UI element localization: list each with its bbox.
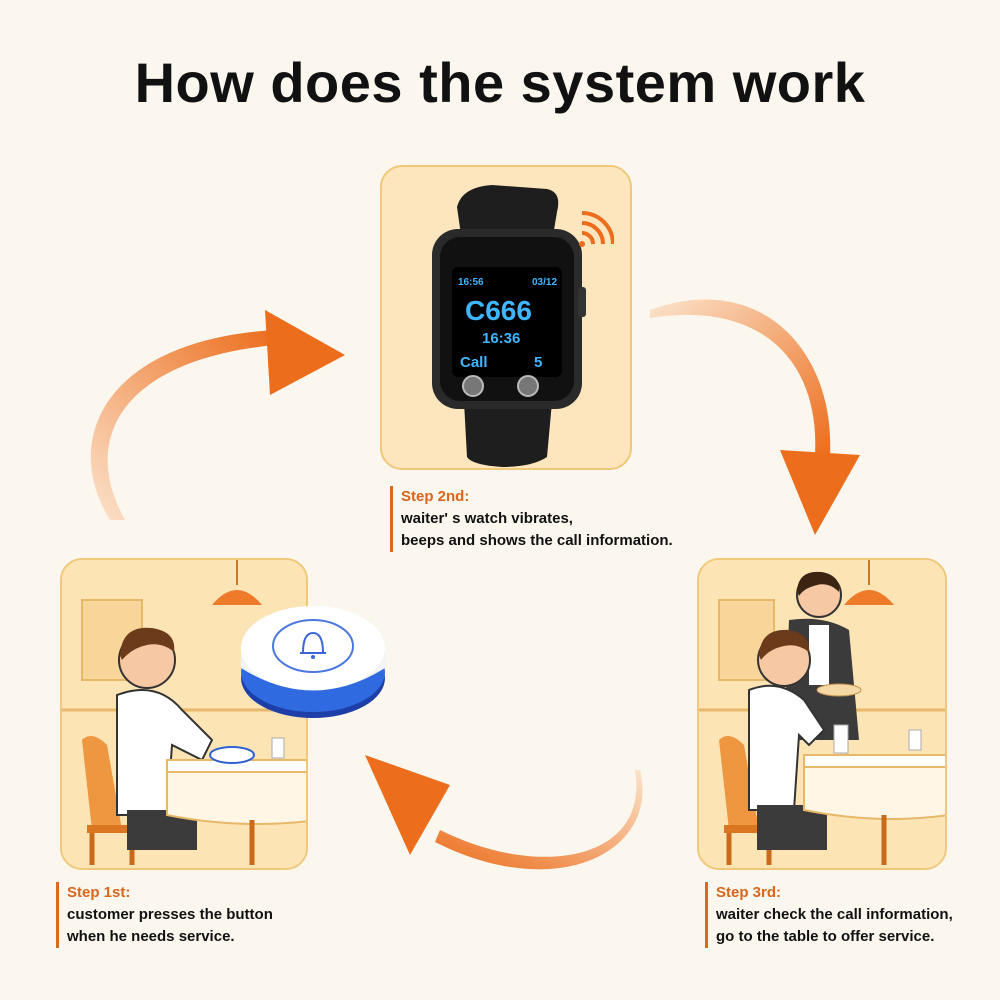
watch-call-time: 16:36 <box>482 330 521 347</box>
watch-date: 03/12 <box>532 277 558 288</box>
arrow-step2-to-step3 <box>650 299 860 535</box>
step1-label: Step 1st: <box>67 884 131 901</box>
step1-line2: when he needs service. <box>67 928 235 945</box>
step3-line2: go to the table to offer service. <box>716 928 935 945</box>
customer-panel <box>60 558 308 870</box>
waiter-service-illustration <box>699 560 945 868</box>
bell-icon <box>300 631 326 659</box>
step2-line2: beeps and shows the call information. <box>401 532 673 549</box>
page-title: How does the system work <box>134 51 866 114</box>
watch-left-button-icon <box>462 375 484 397</box>
step1-caption: Step 1st: customer presses the button wh… <box>56 882 273 948</box>
vibration-signal-icon <box>579 211 614 247</box>
watch-time-small: 16:56 <box>458 277 484 288</box>
step2-label: Step 2nd: <box>401 488 470 505</box>
arrow-step3-to-step1 <box>365 755 643 870</box>
watch-panel: 16:56 03/12 C666 16:36 Call 5 <box>380 165 632 470</box>
watch-call-count: 5 <box>534 354 543 371</box>
call-button-device <box>241 606 385 718</box>
step2-line1: waiter' s watch vibrates, <box>401 510 573 527</box>
step3-label: Step 3rd: <box>716 884 782 901</box>
watch-right-button-icon <box>517 375 539 397</box>
step1-line1: customer presses the button <box>67 906 273 923</box>
step2-caption: Step 2nd: waiter' s watch vibrates, beep… <box>390 486 673 552</box>
customer-illustration <box>62 560 306 868</box>
watch-call-label: Call <box>460 354 488 371</box>
smartwatch-illustration <box>432 185 586 467</box>
watch-call-code: C666 <box>465 295 532 326</box>
arrow-step1-to-step2 <box>90 310 345 520</box>
step3-line1: waiter check the call information, <box>716 906 953 923</box>
step3-caption: Step 3rd: waiter check the call informat… <box>705 882 953 948</box>
waiter-panel <box>697 558 947 870</box>
